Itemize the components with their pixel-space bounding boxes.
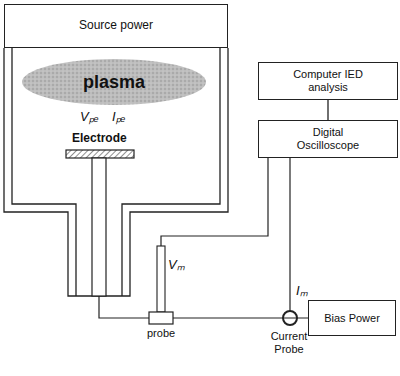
signal-label: Vₚₑ xyxy=(80,110,99,125)
plasma-region: plasma xyxy=(22,59,206,105)
part-label: Electrode xyxy=(72,132,127,146)
electrode-stem xyxy=(92,158,106,296)
node-text: plasma xyxy=(83,72,145,93)
node-text: Digital Oscilloscope xyxy=(289,126,367,151)
node-text: Source power xyxy=(79,19,153,33)
signal-label: Vₘ xyxy=(168,258,185,273)
signal-label: Iₚₑ xyxy=(112,110,126,125)
part-label: Current Probe xyxy=(258,330,320,355)
power-band: Source power xyxy=(4,4,228,48)
power-supply-box: Bias Power xyxy=(308,300,396,336)
node-text: Bias Power xyxy=(324,312,380,325)
computer-box: Computer IED analysis xyxy=(258,62,398,100)
part-label: probe xyxy=(147,327,175,340)
connector-wire xyxy=(327,100,328,120)
node-text: Computer IED analysis xyxy=(289,68,367,93)
probe-body xyxy=(149,312,173,324)
electrode-plate xyxy=(66,150,134,158)
oscilloscope-box: Digital Oscilloscope xyxy=(258,120,398,158)
current-probe-ring xyxy=(283,311,297,325)
chamber xyxy=(4,48,228,296)
wires xyxy=(99,158,308,318)
voltage-probe-stick xyxy=(157,246,165,312)
signal-label: Iₘ xyxy=(296,284,308,299)
plasma-glow xyxy=(22,59,206,105)
